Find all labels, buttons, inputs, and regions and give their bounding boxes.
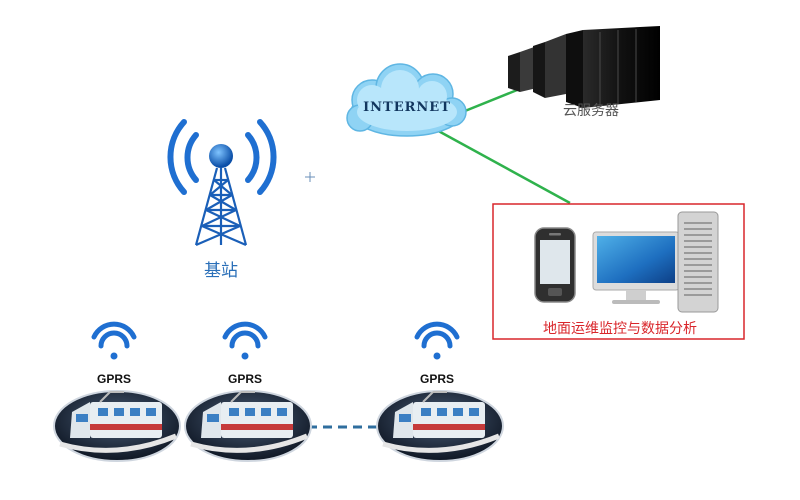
base-station-label: 基站: [204, 261, 238, 281]
train-node-2: [184, 321, 312, 462]
gprs-label-2: GPRS: [227, 372, 262, 386]
link-internet-ground: [432, 126, 571, 205]
cloud-icon: [346, 63, 467, 137]
desktop-computer-icon: [592, 211, 719, 313]
train-icon: [376, 390, 504, 462]
gprs-label-1: GPRS: [96, 372, 131, 386]
wifi-icon: [222, 321, 268, 360]
gprs-label-3: GPRS: [419, 372, 454, 386]
internet-label: INTERNET: [363, 100, 451, 115]
crosshair-icon: [305, 172, 315, 182]
wifi-icon: [91, 321, 137, 360]
train-icon: [53, 390, 181, 462]
radio-tower-icon: [167, 119, 277, 247]
wifi-icon: [414, 321, 460, 360]
train-node-1: [53, 321, 181, 462]
smartphone-icon: [534, 227, 576, 303]
train-node-3: [376, 321, 504, 462]
train-icon: [184, 390, 312, 462]
ground-ops-label: 地面运维监控与数据分析: [543, 321, 697, 337]
server-rack-icon: [508, 26, 660, 108]
ground-ops-frame: [492, 203, 745, 340]
cloud-server-label: 云服务器: [563, 103, 619, 119]
